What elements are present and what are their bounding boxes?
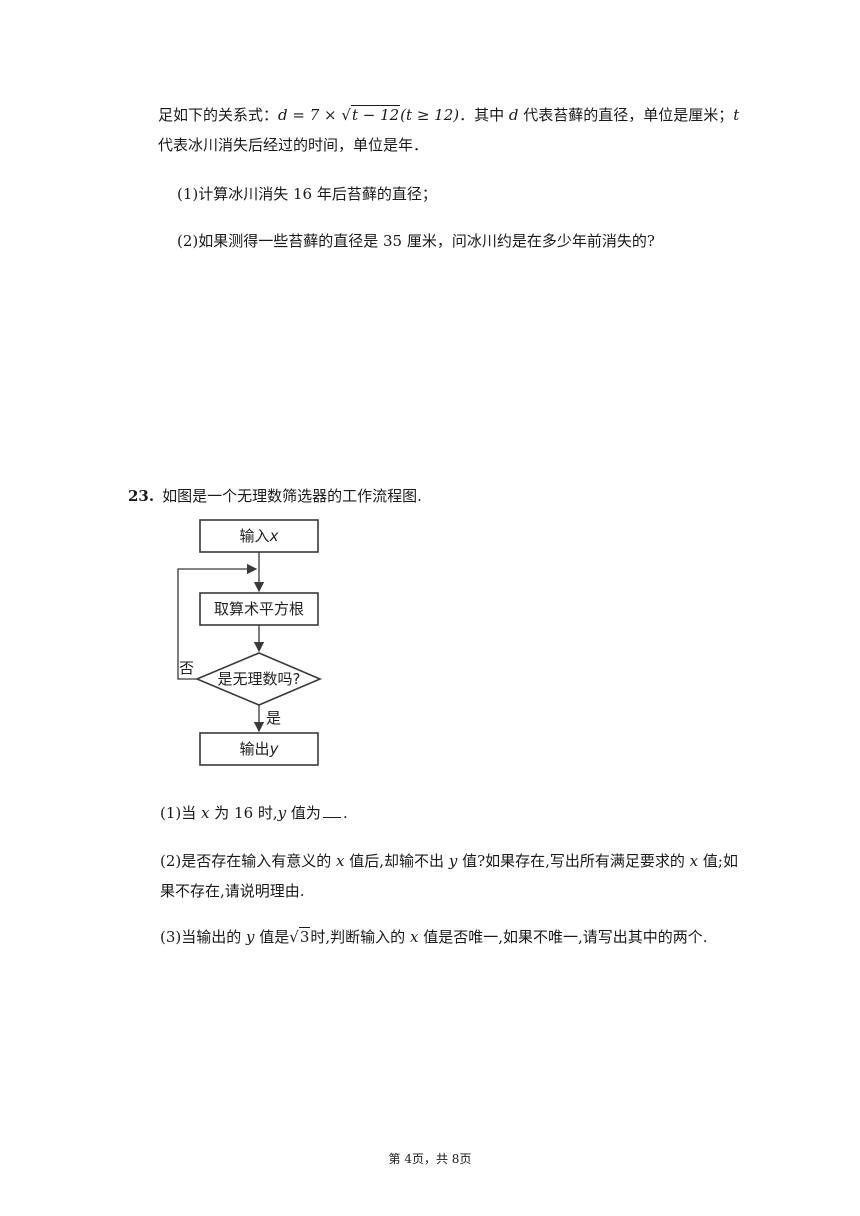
flowchart-no-label: 否 [179,659,194,677]
p23-q1-part-a: (1)当 [160,804,202,822]
p23-q2-var-x2: x [689,852,699,870]
p23-q2-part-a: (2)是否存在输入有意义的 [160,852,337,870]
p23-q3-part-a: (3)当输出的 [160,928,247,946]
p23-q3-part-b: 值是 [254,928,290,946]
p22-line2: 代表冰川消失后经过的时间，单位是年． [158,136,429,154]
p22-question-1: (1)计算冰川消失 16 年后苔藓的直径； [177,185,437,203]
p22-radicand: t − 12 [350,105,401,124]
p23-q2-part-d: 值;如 [698,852,738,870]
p22-formula-cond: (t ≥ 12) [400,106,460,124]
p22-sqrt: √t − 12 [341,104,401,126]
p22-line1-prefix: 足如下的关系式： [158,106,279,124]
p23-q2-var-x: x [336,852,345,870]
p22-line1: 足如下的关系式：d = 7 × √t − 12(t ≥ 12)．其中 d 代表苔… [158,104,739,126]
p22-var-t: t [733,106,740,124]
sqrt-icon: √ [289,928,299,946]
answer-blank[interactable] [322,803,341,818]
p23-q1-part-b: 为 16 时, [209,804,278,822]
flowchart-loop-line [177,563,258,680]
p23-q3-var-x: x [409,928,419,946]
flowchart-input-text: 输入x [240,527,279,545]
p23-q1-var-y: y [277,804,287,822]
flowchart-process-box [199,592,319,626]
p22-suffix-a: ．其中 [459,106,509,124]
p23-q3-part-d: 值是否唯一,如果不唯一,请写出其中的两个. [418,928,708,946]
p23-q2-part-b: 值后,却输不出 [344,852,449,870]
p23-q3-sqrt: √3 [289,926,311,948]
p23-q1-part-c: 值为 [286,804,321,822]
p23-q2-part-c: 值?如果存在,写出所有满足要求的 [457,852,690,870]
flowchart-decision-text: 是无理数吗? [218,670,301,688]
flowchart-yes-label: 是 [266,709,281,727]
flowchart: 输入x 取算术平方根 是无理数吗? 否 是 输出y [177,519,323,766]
flowchart-process-text: 取算术平方根 [214,600,304,618]
p23-q3-var-y: y [246,928,255,946]
page-footer: 第 4页，共 8页 [388,1152,472,1166]
p23-q3-radicand: 3 [298,927,311,946]
flowchart-input-box [199,519,319,553]
flowchart-output-box [199,732,319,766]
p23-question-2-line2: 果不存在,请说明理由. [160,882,305,900]
p23-question-3: (3)当输出的 y 值是√3时,判断输入的 x 值是否唯一,如果不唯一,请写出其… [160,926,708,948]
p22-suffix-b: 代表苔藓的直径，单位是厘米； [518,106,734,124]
p23-q2-var-y: y [448,852,458,870]
p23-question-1: (1)当 x 为 16 时,y 值为. [160,802,348,824]
p23-question-2-line1: (2)是否存在输入有意义的 x 值后,却输不出 y 值?如果存在,写出所有满足要… [160,850,738,872]
p23-number: 23. [128,487,155,505]
p23-q1-var-x: x [201,804,210,822]
flowchart-output-text: 输出y [240,740,280,758]
sqrt-icon: √ [341,106,351,124]
p22-var-d: d [508,106,519,124]
p23-q1-part-d: . [342,804,348,822]
p23-stem: 23. 如图是一个无理数筛选器的工作流程图. [128,485,422,507]
p22-question-2: (2)如果测得一些苔藓的直径是 35 厘米，问冰川约是在多少年前消失的? [177,232,655,250]
p23-stem-text: 如图是一个无理数筛选器的工作流程图. [162,487,422,505]
p23-q3-part-c: 时,判断输入的 [310,928,410,946]
p22-formula-lhs: d = 7 × [278,106,342,124]
